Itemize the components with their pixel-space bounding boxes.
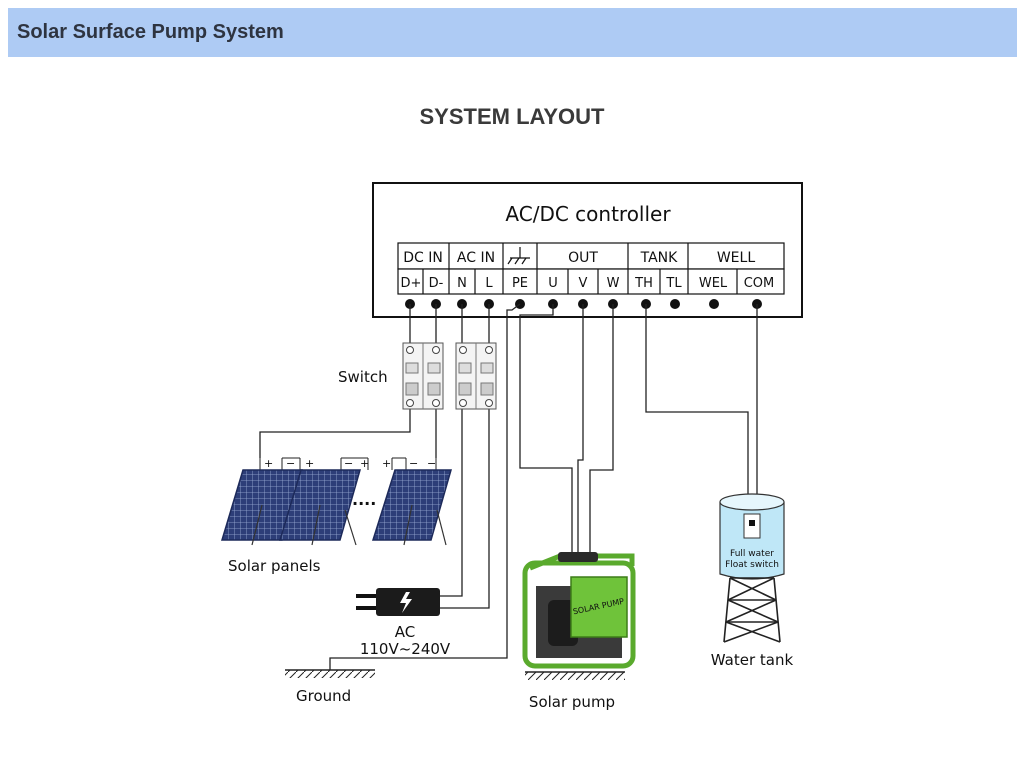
controller-box: AC/DC controller DC IN AC IN OUT <box>372 182 803 318</box>
group-dc-in: DC IN <box>403 250 443 266</box>
controller-title: AC/DC controller <box>505 202 671 226</box>
terminal-com: COM <box>744 276 775 291</box>
solar-pump-icon: SOLAR PUMP <box>522 552 636 680</box>
section-title: SYSTEM LAYOUT <box>419 104 605 129</box>
ac-breaker-switch <box>455 342 497 410</box>
group-ac-in: AC IN <box>457 250 495 266</box>
terminal-l: L <box>485 276 493 291</box>
page-title: Solar Surface Pump System <box>17 21 284 43</box>
solar-panels-label: Solar panels <box>228 557 321 575</box>
svg-text:+: + <box>264 457 273 470</box>
terminal-th: TH <box>634 276 653 291</box>
terminal-v: V <box>579 276 588 291</box>
svg-text:+: + <box>305 457 314 470</box>
terminal-tl: TL <box>665 276 682 291</box>
ground-icon <box>285 669 375 678</box>
water-tank-icon: Full water Float switch <box>719 493 785 643</box>
page-header: Solar Surface Pump System <box>8 8 1017 57</box>
wiring <box>259 303 758 670</box>
terminal-d-plus: D+ <box>401 276 422 291</box>
terminal-w: W <box>607 276 620 291</box>
switch-label: Switch <box>338 368 388 386</box>
ac-plug-icon <box>356 588 440 616</box>
ground-label: Ground <box>296 687 351 705</box>
group-tank: TANK <box>640 250 679 266</box>
svg-text:+: + <box>360 457 369 470</box>
solar-pump-label: Solar pump <box>529 693 615 711</box>
float-switch-line1: Full water <box>730 549 774 559</box>
dc-breaker-switch <box>402 342 444 410</box>
panel-continuation-dots: .... <box>352 490 376 509</box>
terminal-u: U <box>548 276 558 291</box>
float-switch-line2: Float switch <box>725 560 779 570</box>
water-tank-label: Water tank <box>711 651 794 669</box>
svg-text:+: + <box>382 457 391 470</box>
svg-text:−: − <box>427 457 436 470</box>
svg-text:−: − <box>344 457 353 470</box>
svg-text:−: − <box>409 457 418 470</box>
ground-symbol-icon <box>507 247 530 265</box>
ac-voltage-label: 110V~240V <box>360 640 451 658</box>
group-well: WELL <box>717 250 755 266</box>
solar-panels-icon: + − + − + + − − .... <box>220 457 452 546</box>
terminal-n: N <box>457 276 467 291</box>
group-out: OUT <box>568 250 598 266</box>
svg-text:−: − <box>286 457 295 470</box>
terminal-d-minus: D- <box>429 276 444 291</box>
ac-label: AC <box>395 623 415 641</box>
terminal-wel: WEL <box>699 276 728 291</box>
terminal-pe: PE <box>512 276 528 291</box>
